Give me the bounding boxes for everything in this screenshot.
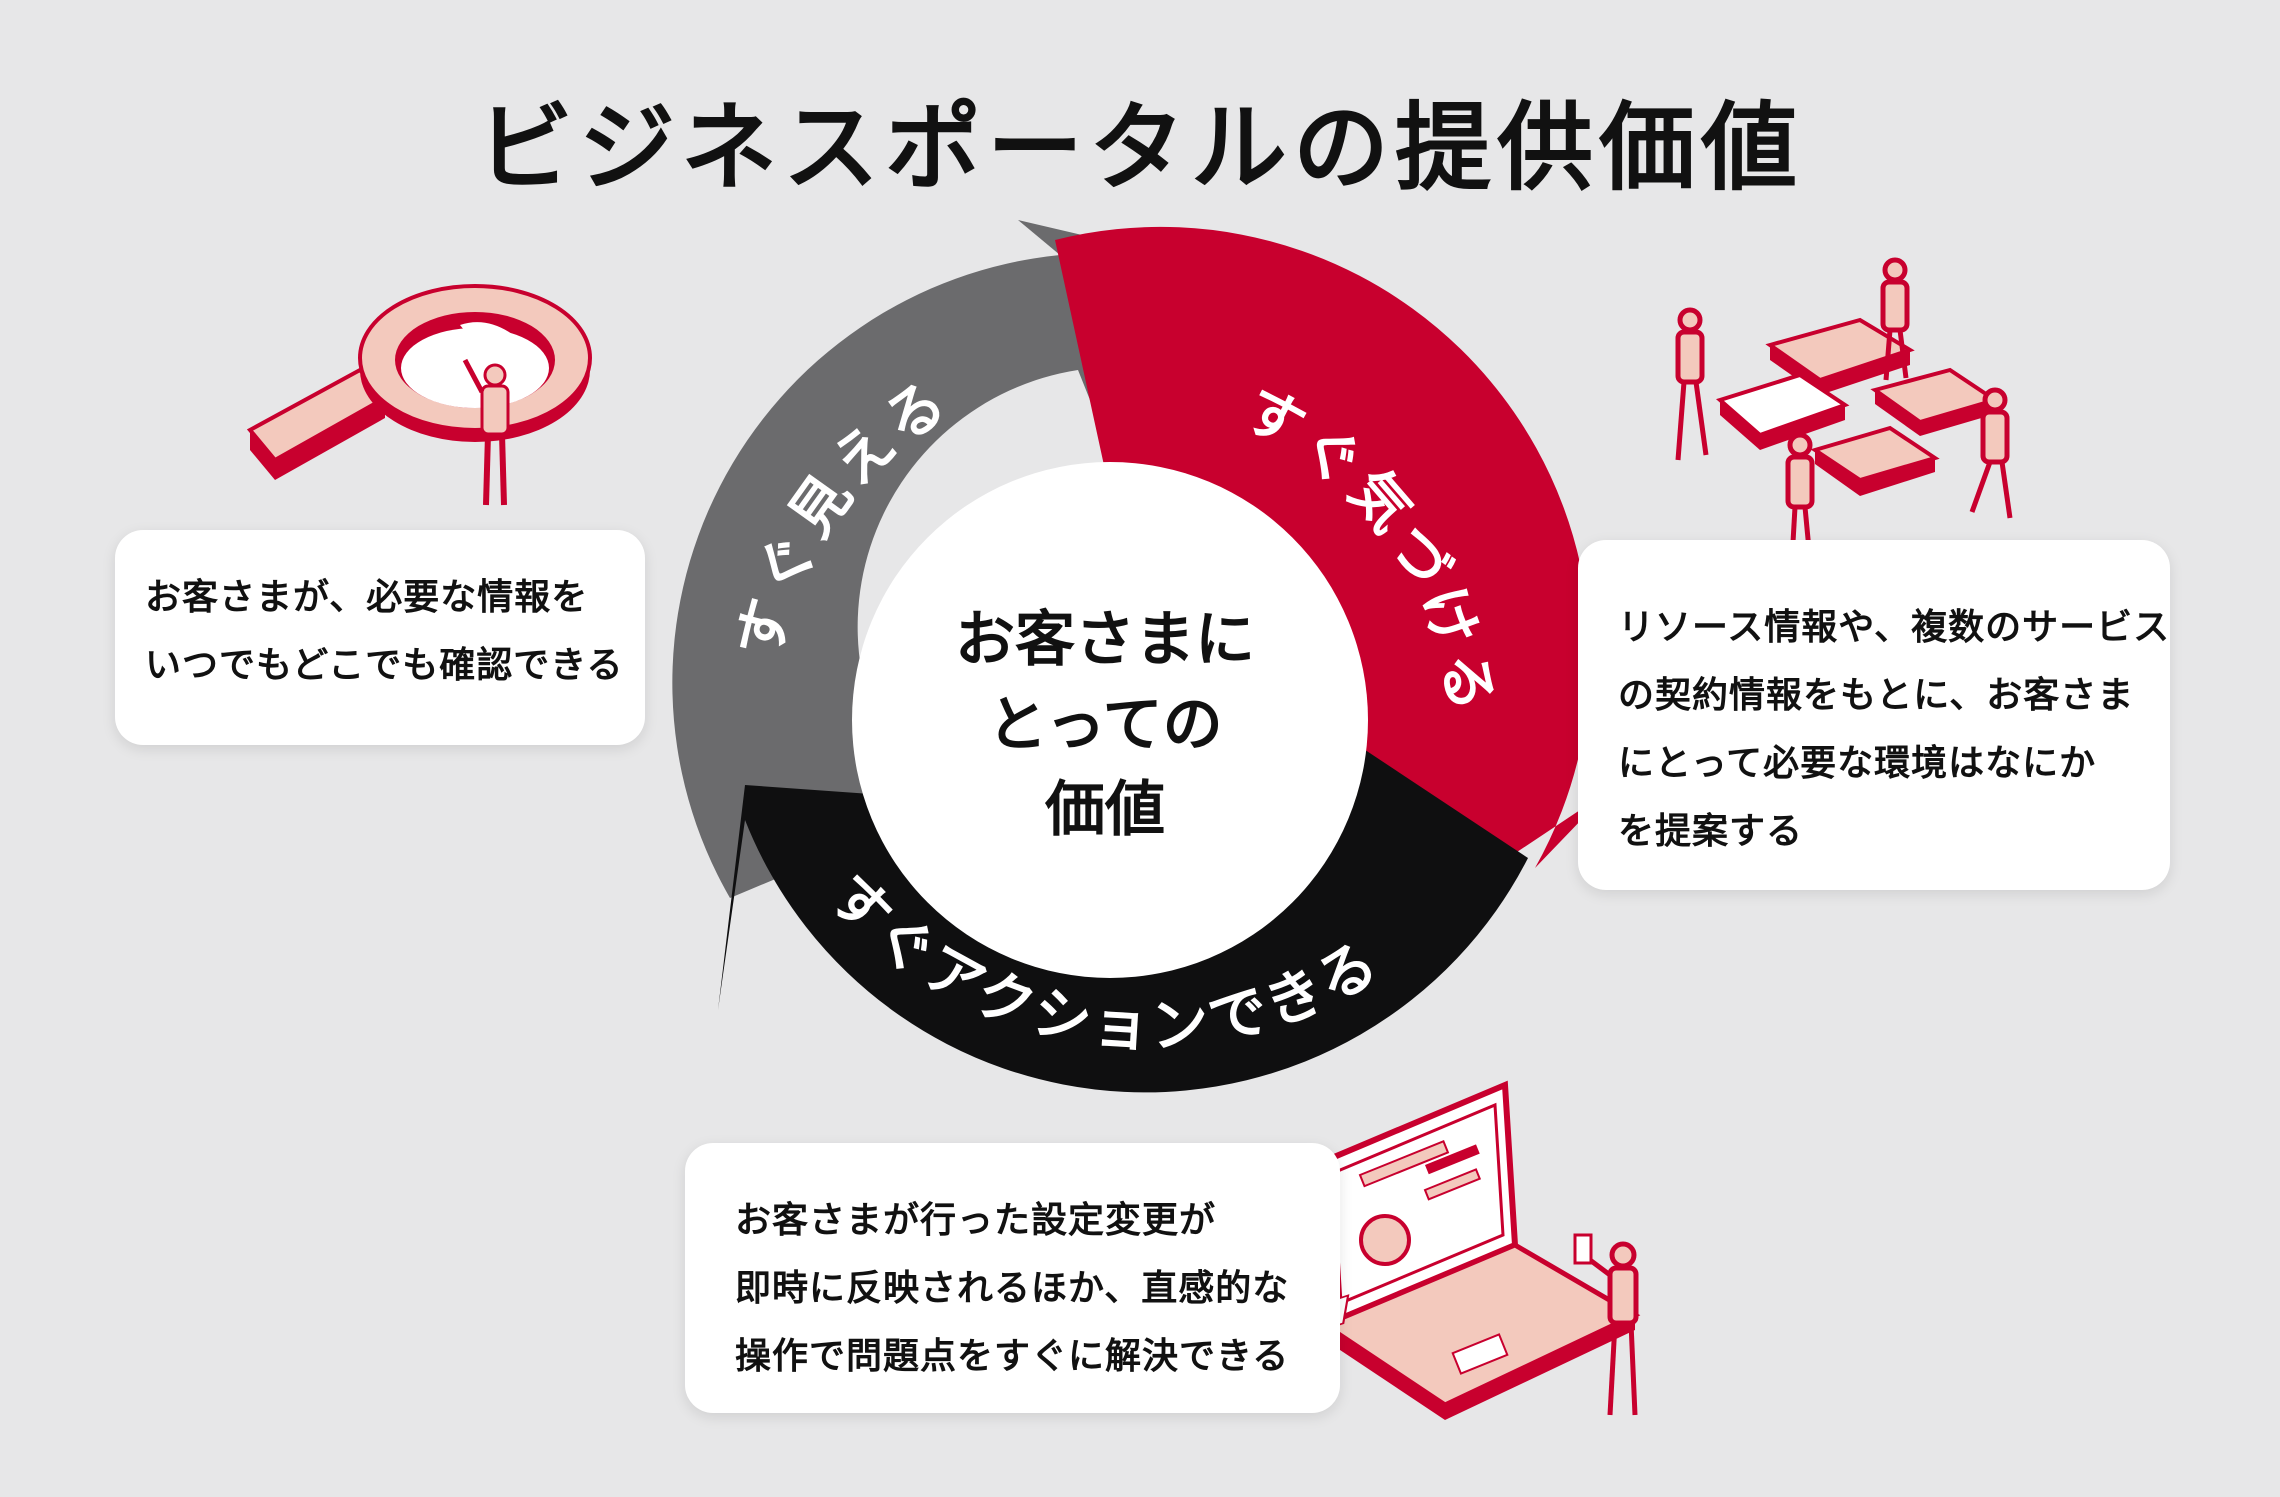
center-line-2: とっての: [987, 690, 1222, 760]
card-act: お客さまが行った設定変更が 即時に反映されるほか、直感的な 操作で問題点をすぐに…: [685, 1143, 1340, 1413]
card-notice-line: にとって必要な環境はなにか: [1618, 743, 2097, 784]
laptop-person-icon: [1305, 1080, 1641, 1420]
segment-notice: [1055, 226, 1610, 918]
card-see: お客さまが、必要な情報を いつでもどこでも確認できる: [115, 530, 645, 745]
card-see-line: お客さまが、必要な情報を: [145, 577, 589, 618]
segment-see: [672, 220, 1180, 898]
center-disc: [852, 462, 1368, 978]
puzzle-team-icon: [1675, 257, 2013, 561]
card-act-line: お客さまが行った設定変更が: [735, 1200, 1217, 1241]
center-line-3: 価値: [1044, 775, 1165, 845]
card-notice: リソース情報や、複数のサービス の契約情報をもとに、お客さま にとって必要な環境…: [1578, 540, 2170, 890]
magnifying-glass-person-icon: [246, 284, 592, 506]
card-notice-line: の契約情報をもとに、お客さま: [1618, 675, 2135, 716]
card-act-line: 即時に反映されるほか、直感的な: [735, 1268, 1290, 1309]
card-notice-line: リソース情報や、複数のサービス: [1618, 607, 2171, 648]
card-act-line: 操作で問題点をすぐに解決できる: [735, 1336, 1290, 1377]
page-title: ビジネスポータルの提供価値: [477, 92, 1803, 204]
center-line-1: お客さまに: [955, 605, 1255, 675]
card-notice-line: を提案する: [1618, 811, 1804, 852]
card-see-line: いつでもどこでも確認できる: [145, 645, 624, 686]
